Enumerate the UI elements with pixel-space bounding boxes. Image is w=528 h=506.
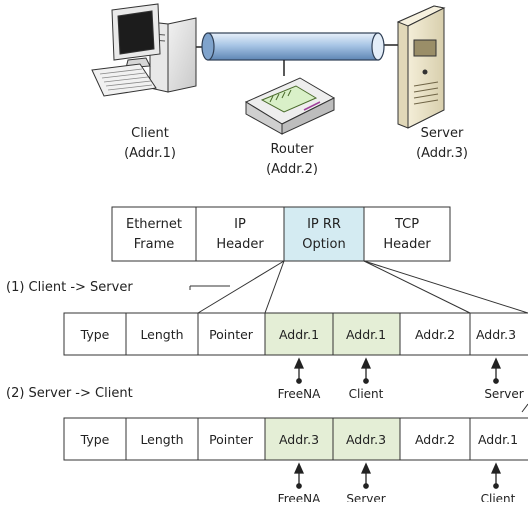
client-label: Client: [131, 126, 169, 141]
tcp-line2: Header: [383, 237, 431, 252]
step1-row: [63, 312, 528, 356]
ethernet-line2: Frame: [134, 237, 175, 252]
step1-annot-server: Server: [484, 387, 523, 401]
router-addr: (Addr.2): [266, 162, 318, 177]
step2-label: (2) Server -> Client: [6, 386, 133, 401]
step2-cell-addr-1: [264, 417, 334, 461]
ethernet-frame-cell: [111, 206, 197, 262]
step1-pointer-text: Pointer: [209, 327, 254, 342]
ethernet-line1: Ethernet: [126, 217, 182, 232]
ip-line1: IP: [234, 217, 246, 232]
ip-line2: Header: [216, 237, 264, 252]
step1-annot-client: Client: [349, 387, 384, 401]
server-icon: [396, 5, 446, 129]
client-addr: (Addr.1): [124, 146, 176, 161]
iprr-line1: IP RR: [307, 217, 341, 232]
server-addr: (Addr.3): [416, 146, 468, 161]
step2-annot-freena: FreeNA: [278, 492, 321, 502]
step1-cell-pointer: [197, 312, 266, 356]
expansion-lines: [189, 260, 528, 314]
step1-addr3-text: Addr.2: [415, 327, 455, 342]
step2-row: [63, 417, 528, 461]
step1-arrows: [293, 357, 502, 384]
router-icon: [244, 77, 336, 135]
step2-cell-pointer: [197, 417, 266, 461]
packet-header: [111, 206, 451, 262]
step1-cell-length: [125, 312, 199, 356]
step2-cell-addr-4: [469, 417, 528, 461]
step2-cell-addr-3: [399, 417, 471, 461]
step2-pointer-text: Pointer: [209, 432, 254, 447]
step2-annot-server: Server: [346, 492, 385, 502]
client-computer-icon: [91, 3, 197, 97]
ip-header-cell: [195, 206, 285, 262]
step1-cell-addr-3: [399, 312, 471, 356]
step2-cell-type: [63, 417, 127, 461]
step1-cell-addr-1: [264, 312, 334, 356]
step2-addr2-text: Addr.3: [346, 432, 386, 447]
step2-arrows: [293, 462, 502, 489]
step2-addr3-text: Addr.2: [415, 432, 455, 447]
step2-cell-length: [125, 417, 199, 461]
ip-rr-option-cell: [283, 206, 365, 262]
step2-type-text: Type: [80, 432, 110, 447]
router-label: Router: [270, 142, 314, 157]
step2-annot-client: Client: [481, 492, 516, 502]
server-label: Server: [421, 126, 464, 141]
step2-addr1-text: Addr.3: [279, 432, 319, 447]
step1-addr2-text: Addr.1: [346, 327, 386, 342]
network-pipe: [195, 32, 398, 76]
step2-length-text: Length: [140, 432, 183, 447]
step2-addr4-text: Addr.1: [478, 432, 518, 447]
iprr-line2: Option: [302, 237, 345, 252]
step1-length-text: Length: [140, 327, 183, 342]
step1-addr4-text: Addr.3: [476, 327, 516, 342]
tcp-line1: TCP: [394, 217, 419, 232]
tcp-header-cell: [363, 206, 451, 262]
step1-label: (1) Client -> Server: [6, 280, 133, 295]
step1-type-text: Type: [80, 327, 110, 342]
step2-cell-addr-2: [332, 417, 401, 461]
step1-cell-addr-4: [469, 312, 528, 356]
step1-annot-freena: FreeNA: [278, 387, 321, 401]
step1-addr1-text: Addr.1: [279, 327, 319, 342]
